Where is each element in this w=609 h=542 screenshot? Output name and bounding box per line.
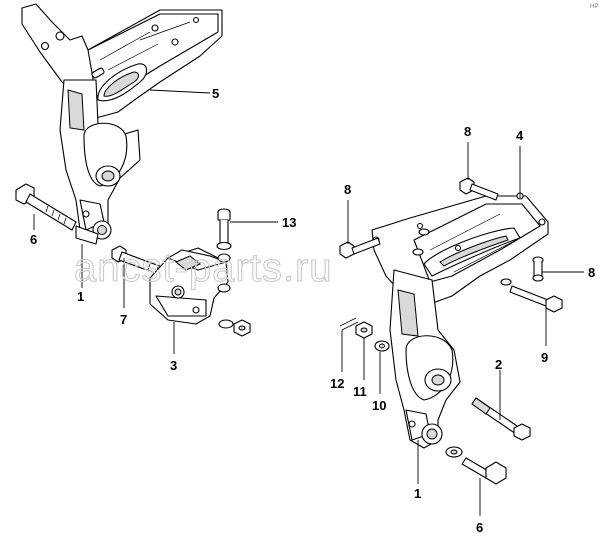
callout-labels: 5 6 1 7 3 13 8 4 8 8 9 2 12 11 10 1 6 <box>30 86 595 535</box>
callout-11: 11 <box>353 384 367 399</box>
callout-8-top: 8 <box>464 124 471 139</box>
pin-nut-washer <box>339 317 390 352</box>
callout-6-left: 6 <box>30 232 37 247</box>
callout-13: 13 <box>282 215 296 230</box>
plate-nut-1 <box>418 228 430 236</box>
callout-6-right: 6 <box>476 520 483 535</box>
bolt-2 <box>471 397 531 441</box>
corner-mark: HP <box>590 4 598 10</box>
callout-8-left: 8 <box>344 182 351 197</box>
right-mount-assembly <box>339 177 563 485</box>
callout-9: 9 <box>541 350 548 365</box>
bolt-9 <box>509 285 563 313</box>
callout-12: 12 <box>330 376 344 391</box>
bolt-13 <box>216 208 232 251</box>
callout-3: 3 <box>170 358 177 373</box>
bolt-8-left <box>339 237 381 259</box>
callout-1-right: 1 <box>414 486 421 501</box>
bolt-6-left <box>15 183 77 231</box>
callout-7: 7 <box>120 312 127 327</box>
plate-nut-2 <box>412 248 424 256</box>
vertical-arm-left <box>59 79 141 245</box>
callout-8-right: 8 <box>588 265 595 280</box>
leader-lines <box>33 89 584 516</box>
plate-nut-3 <box>500 278 512 286</box>
callout-1-left: 1 <box>77 289 84 304</box>
watermark: ancst-parts.ru <box>74 246 333 290</box>
bolt-8-top <box>459 177 499 201</box>
callout-4: 4 <box>516 128 524 143</box>
lower-bracket-3 <box>149 247 231 325</box>
vertical-arm-right <box>389 269 461 449</box>
bolt-8-right <box>532 256 544 282</box>
callout-5: 5 <box>212 86 219 101</box>
left-mount-assembly <box>15 3 251 337</box>
upper-bracket-left <box>21 3 223 119</box>
callout-2: 2 <box>495 357 502 372</box>
bolt-6-right <box>445 446 507 485</box>
nut-washer-left <box>218 319 251 337</box>
callout-10: 10 <box>372 398 386 413</box>
